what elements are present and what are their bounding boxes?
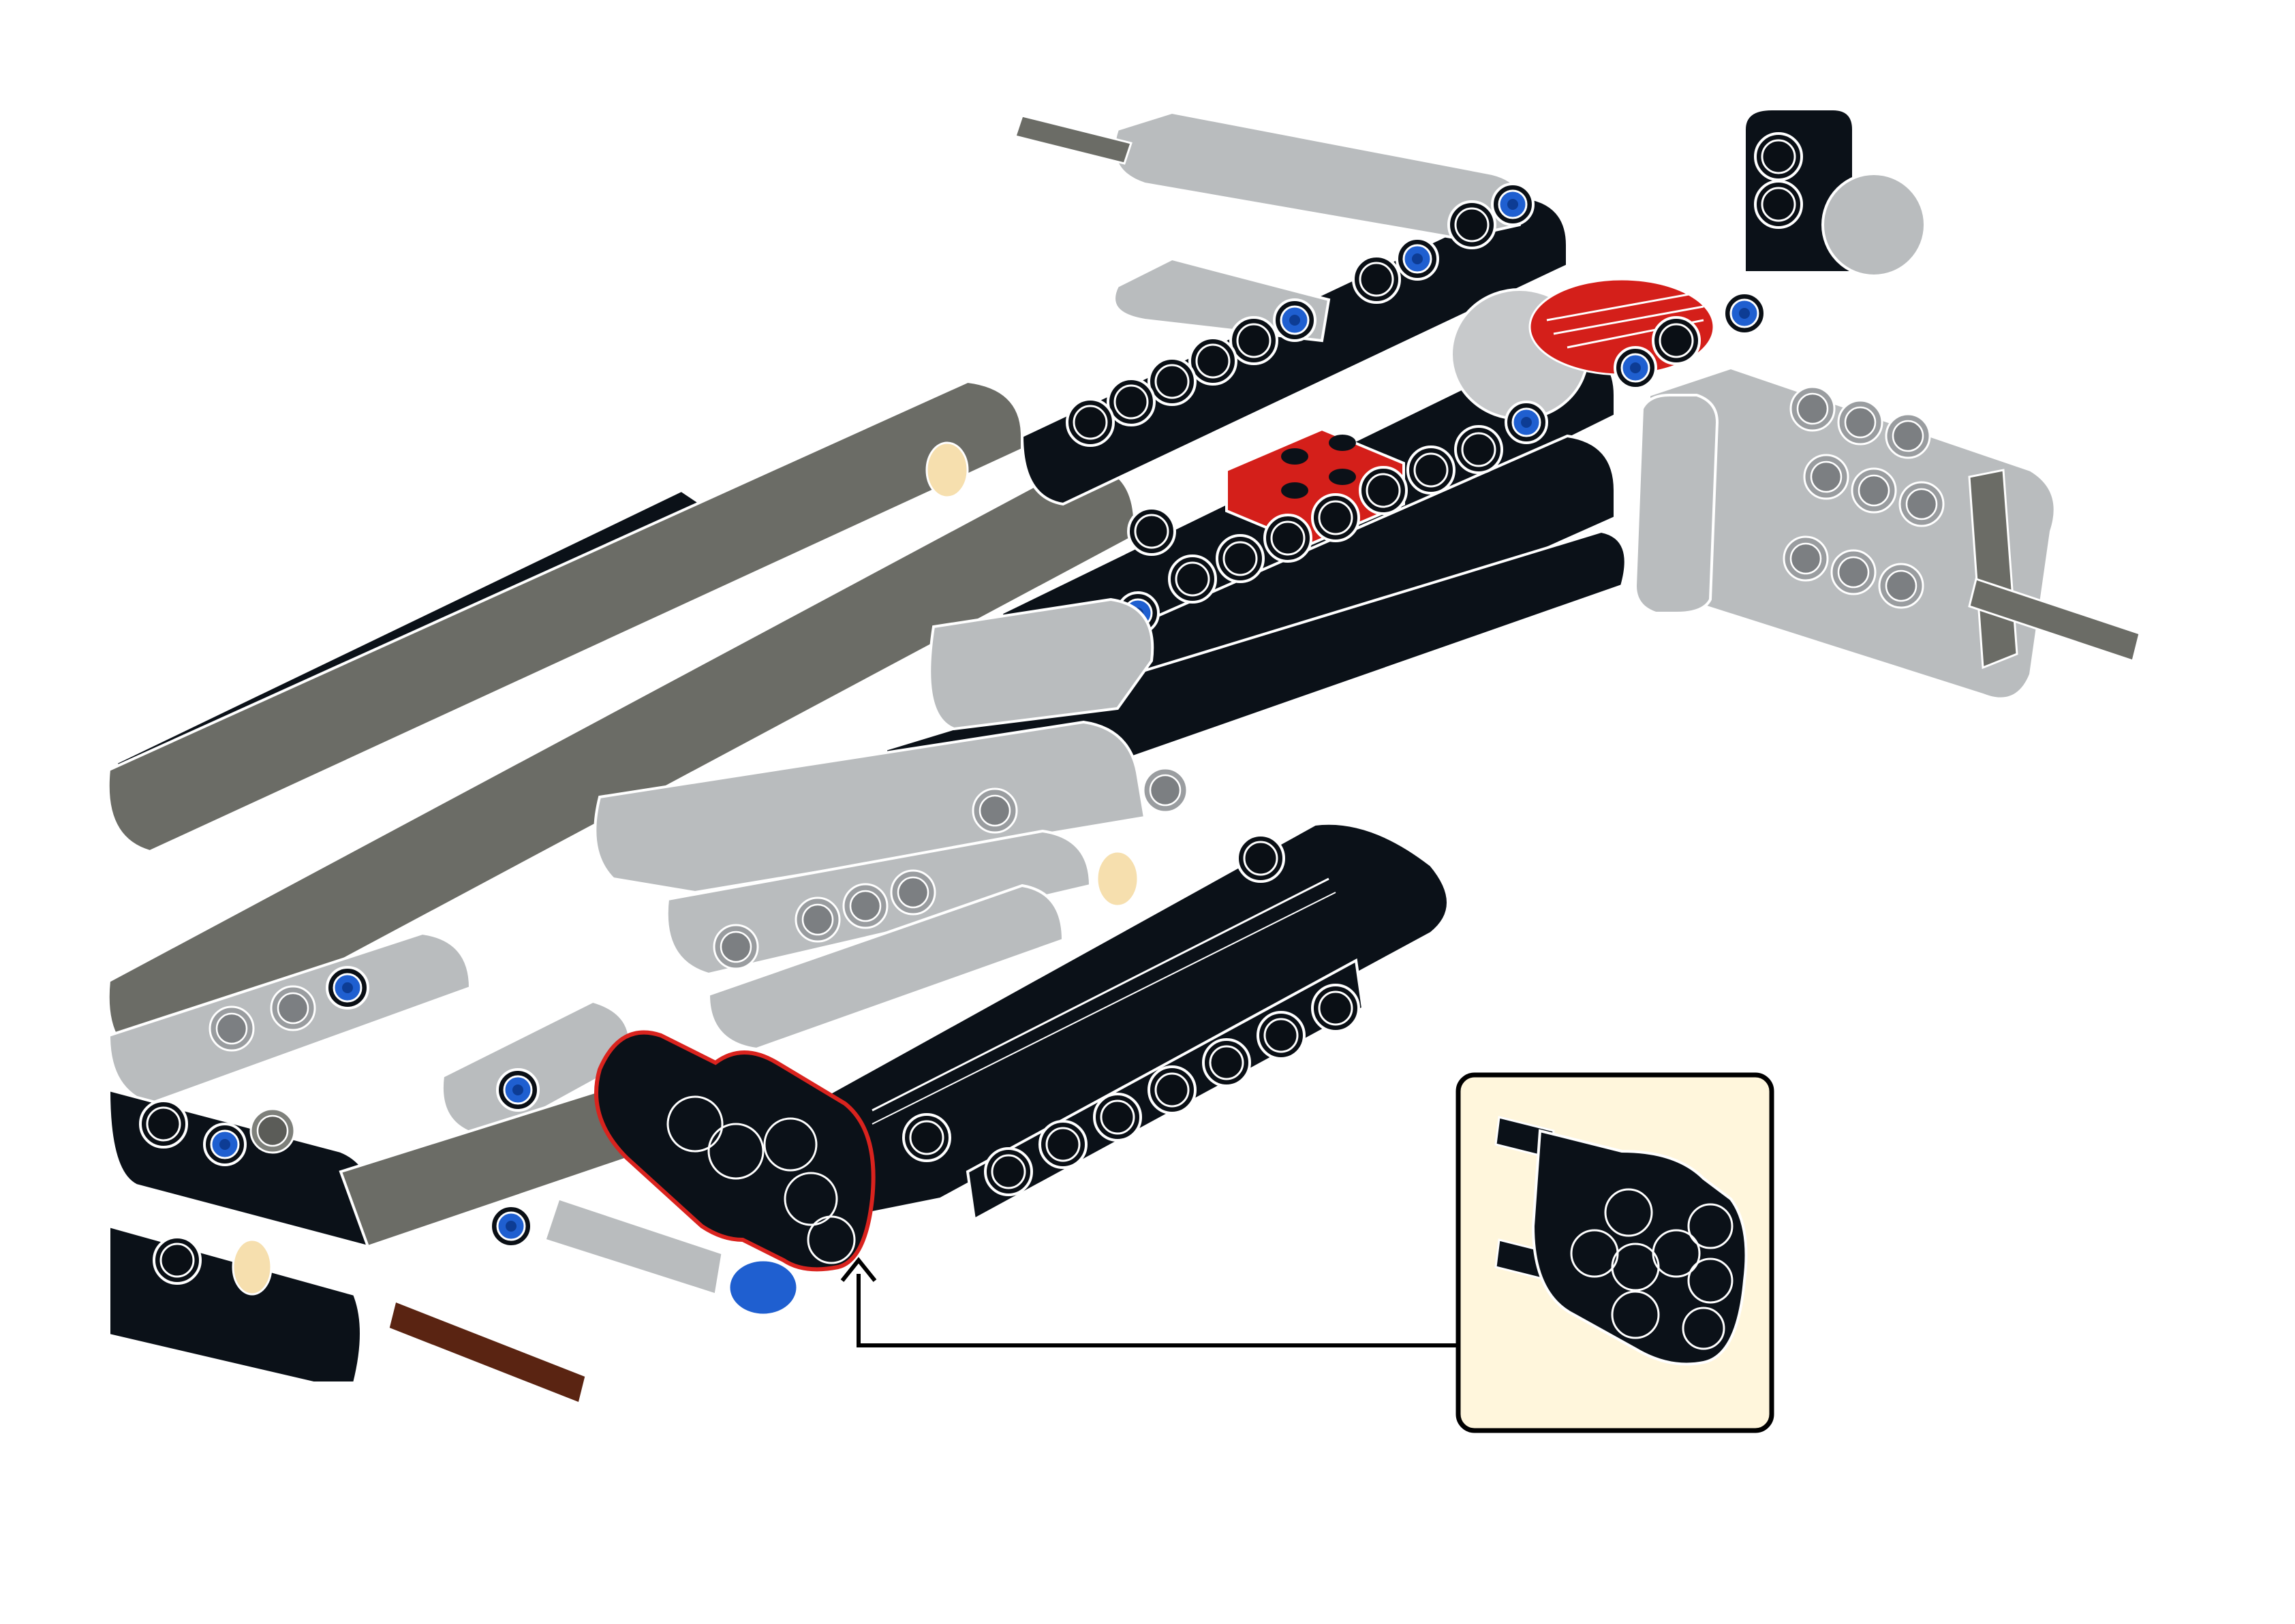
highlighted-new-part [594,1030,876,1272]
beam-lightgray-cross [1633,394,1719,614]
beam-connector-icon [1494,1116,1748,1366]
axle-right [1968,578,2141,662]
pin-blue-loose [728,1259,799,1316]
lightgray-connectors [594,597,1188,1051]
gear-lightgray [1821,172,1926,277]
axle-top [1014,114,1133,165]
beam-black-left-bottom [108,1224,363,1384]
beam-lightgray-link [440,999,632,1140]
callout-arrow [840,1257,1458,1347]
beam-lightgray-angled [594,720,1147,894]
beam-lightgray-front [707,884,1065,1051]
front-black-beam [806,822,1449,1222]
parts-callout-panel [1455,1072,1774,1433]
pin-tan-upper [925,441,969,499]
pin-tan-middle [1096,850,1139,907]
beam-lightgray-mid [928,597,1154,731]
connector-black-2x3-highlight [594,1030,876,1272]
connector-gray-axle-pin [544,1198,724,1296]
pin-tan-left [232,1238,273,1296]
axle-brown [387,1299,587,1405]
